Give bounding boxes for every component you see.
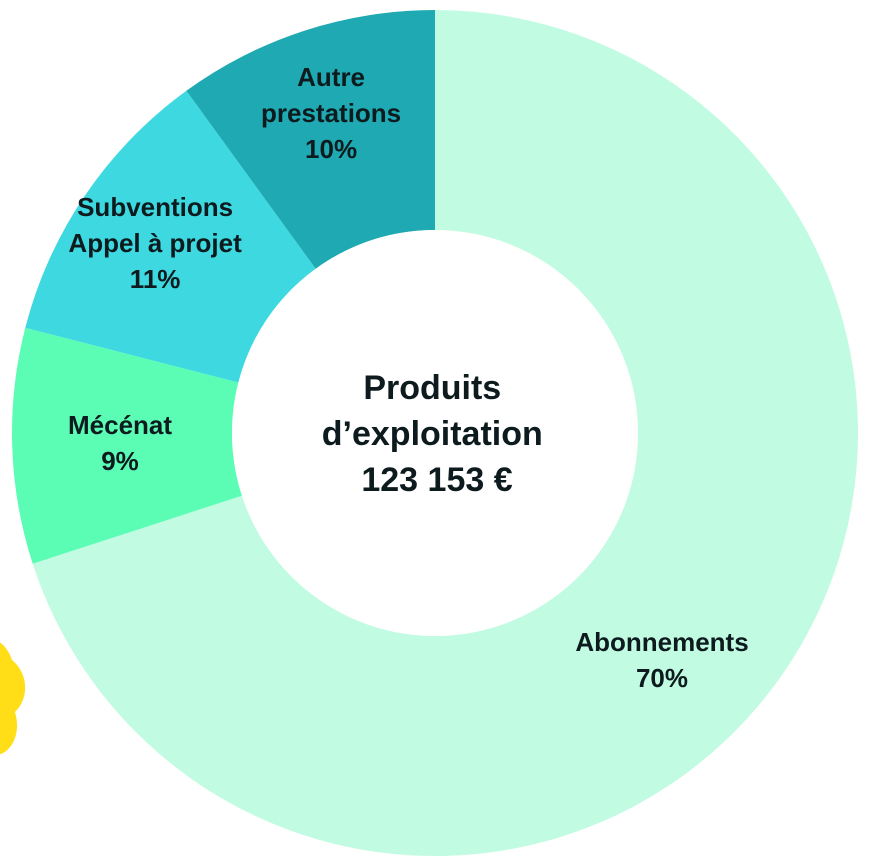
slice-label: Abonnements 70% [575,627,748,693]
slice-label-line: Subventions [77,192,233,222]
slice-label-line: Autre [297,62,365,92]
center-label: Produits d’exploitation 123 153 € [322,369,552,499]
yellow-decoration [0,642,26,755]
donut-slice [186,10,435,269]
slice-label-line: 10% [305,134,357,164]
donut-slice [25,90,316,383]
donut-slices [12,10,858,856]
slice-label-line: prestations [261,98,401,128]
center-label-line: d’exploitation [322,415,543,453]
slice-label: Autre prestations 10% [261,62,401,164]
slice-label-line: Appel à projet [68,228,242,258]
donut-hole [232,230,638,636]
center-label-line: 123 153 € [361,461,512,499]
donut-slice [32,10,858,856]
slice-label-line: Abonnements [575,627,748,657]
slice-label-line: 70% [636,663,688,693]
center-label-line: Produits [363,369,501,407]
slice-label-line: 11% [130,264,181,294]
slice-label-line: Mécénat [68,410,172,440]
slice-label-line: 9% [101,446,139,476]
donut-slice [12,327,242,564]
slice-label: Mécénat 9% [68,410,172,476]
